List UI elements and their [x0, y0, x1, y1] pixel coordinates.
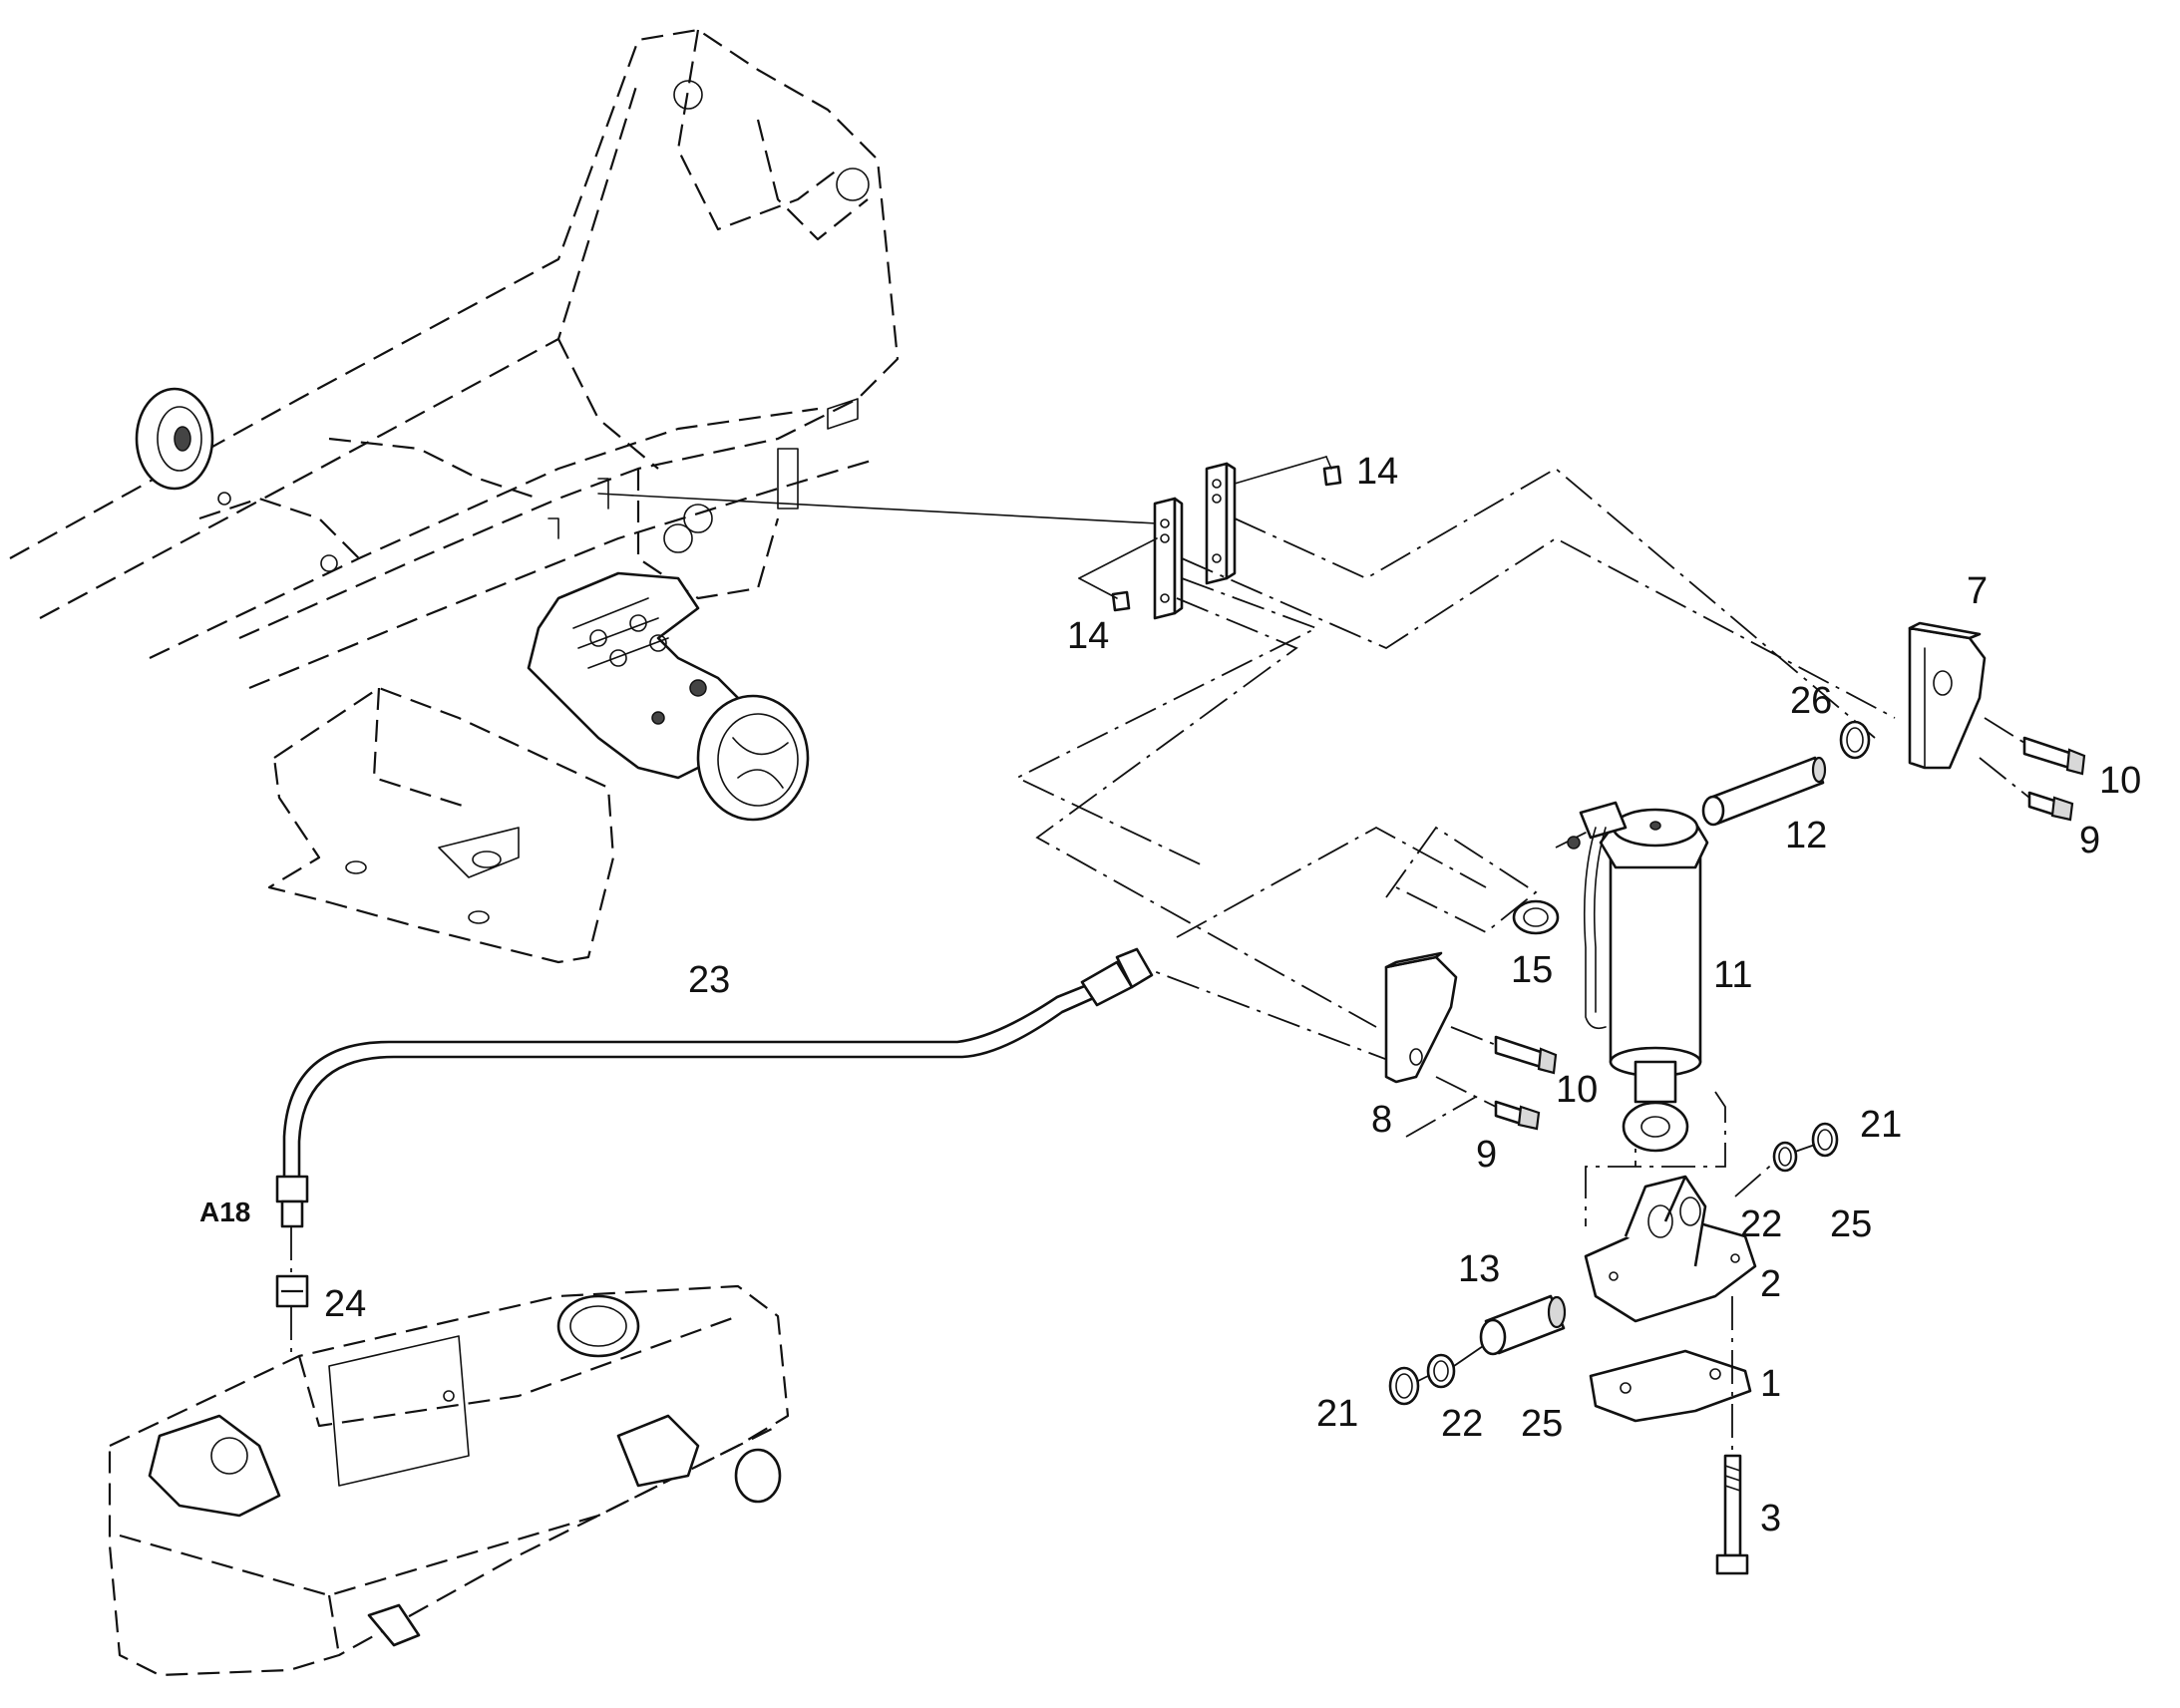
callout-8: 8	[1371, 1099, 1392, 1141]
callout-21-left: 21	[1316, 1393, 1358, 1435]
callout-14-upper: 14	[1356, 451, 1398, 493]
callout-12: 12	[1785, 815, 1827, 856]
hydraulic-hose	[275, 947, 1154, 1356]
callout-13: 13	[1458, 1248, 1500, 1290]
pin-13-rings	[1388, 1122, 1839, 1406]
callout-10-left: 10	[1556, 1069, 1598, 1111]
callout-21-right: 21	[1860, 1104, 1902, 1146]
callout-1: 1	[1760, 1363, 1781, 1405]
callout-2: 2	[1760, 1263, 1781, 1305]
callout-14-lower: 14	[1067, 615, 1109, 657]
callout-9-left: 9	[1476, 1134, 1497, 1176]
callout-25-right: 25	[1830, 1203, 1872, 1245]
callout-7: 7	[1967, 570, 1988, 612]
callout-22-right: 22	[1740, 1203, 1782, 1245]
clamp-block-8	[1384, 951, 1458, 1084]
callout-25-left: 25	[1521, 1403, 1563, 1445]
bolt-3	[1715, 1296, 1749, 1575]
routing-lines	[1014, 467, 1896, 1226]
machine-frame	[9, 28, 900, 690]
callout-15: 15	[1511, 949, 1553, 991]
callout-a18: A18	[199, 1196, 250, 1227]
hydraulic-tank	[108, 1284, 790, 1677]
clamp-block-7	[1908, 621, 1987, 770]
ring-26-pin-12	[1701, 720, 1871, 827]
callout-3: 3	[1760, 1498, 1781, 1539]
pump-assembly-23	[267, 571, 810, 964]
bracket-pair-14	[1078, 456, 1342, 620]
bolts-9-10	[1435, 717, 2086, 1131]
mount-bracket-2	[1584, 1175, 1757, 1323]
callout-26: 26	[1790, 680, 1832, 722]
callout-11: 11	[1713, 954, 1752, 996]
callout-23: 23	[688, 959, 730, 1001]
cylinder-11	[1512, 801, 1709, 1153]
callout-24: 24	[324, 1283, 366, 1325]
callout-9-right: 9	[2079, 820, 2100, 861]
callout-10-right: 10	[2099, 760, 2141, 802]
callout-22-left: 22	[1441, 1403, 1483, 1445]
leader-frame-to-bracket	[597, 493, 1158, 524]
base-plate-1	[1589, 1349, 1752, 1423]
